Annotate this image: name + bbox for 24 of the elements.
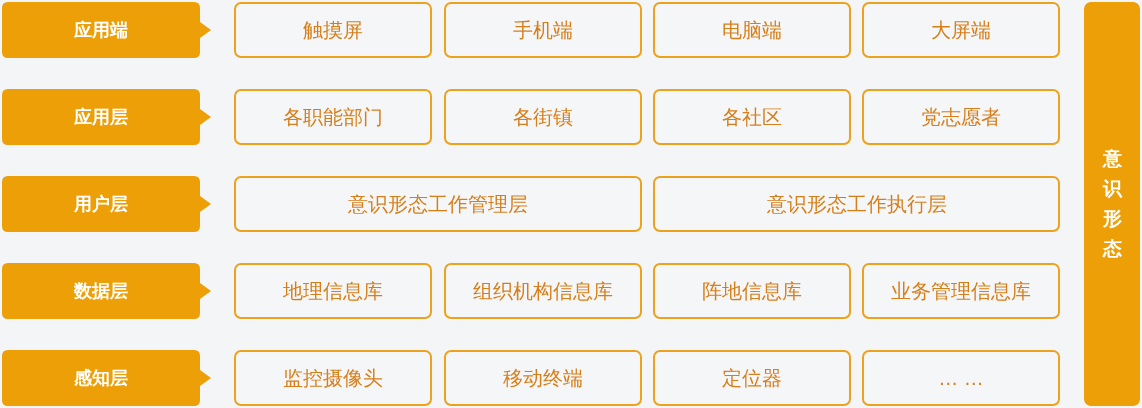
module-box: 地理信息库 xyxy=(234,263,432,319)
layer-tag: 应用层 xyxy=(2,89,212,145)
module-box: 意识形态工作管理层 xyxy=(234,176,642,232)
module-box: 定位器 xyxy=(653,350,851,406)
module-box: 阵地信息库 xyxy=(653,263,851,319)
module-box: 触摸屏 xyxy=(234,2,432,58)
layer-tag: 感知层 xyxy=(2,350,212,406)
layer-tag: 数据层 xyxy=(2,263,212,319)
module-box: 电脑端 xyxy=(653,2,851,58)
module-box: 各职能部门 xyxy=(234,89,432,145)
module-box: … … xyxy=(862,350,1060,406)
module-box: 组织机构信息库 xyxy=(444,263,642,319)
module-box: 大屏端 xyxy=(862,2,1060,58)
module-box: 意识形态工作执行层 xyxy=(653,176,1060,232)
module-box: 监控摄像头 xyxy=(234,350,432,406)
module-box: 各社区 xyxy=(653,89,851,145)
module-box: 移动终端 xyxy=(444,350,642,406)
layer-tag: 用户层 xyxy=(2,176,212,232)
side-bar: 意识形态 xyxy=(1084,2,1140,406)
module-box: 各街镇 xyxy=(444,89,642,145)
layer-tag: 应用端 xyxy=(2,2,212,58)
module-box: 业务管理信息库 xyxy=(862,263,1060,319)
module-box: 手机端 xyxy=(444,2,642,58)
module-box: 党志愿者 xyxy=(862,89,1060,145)
